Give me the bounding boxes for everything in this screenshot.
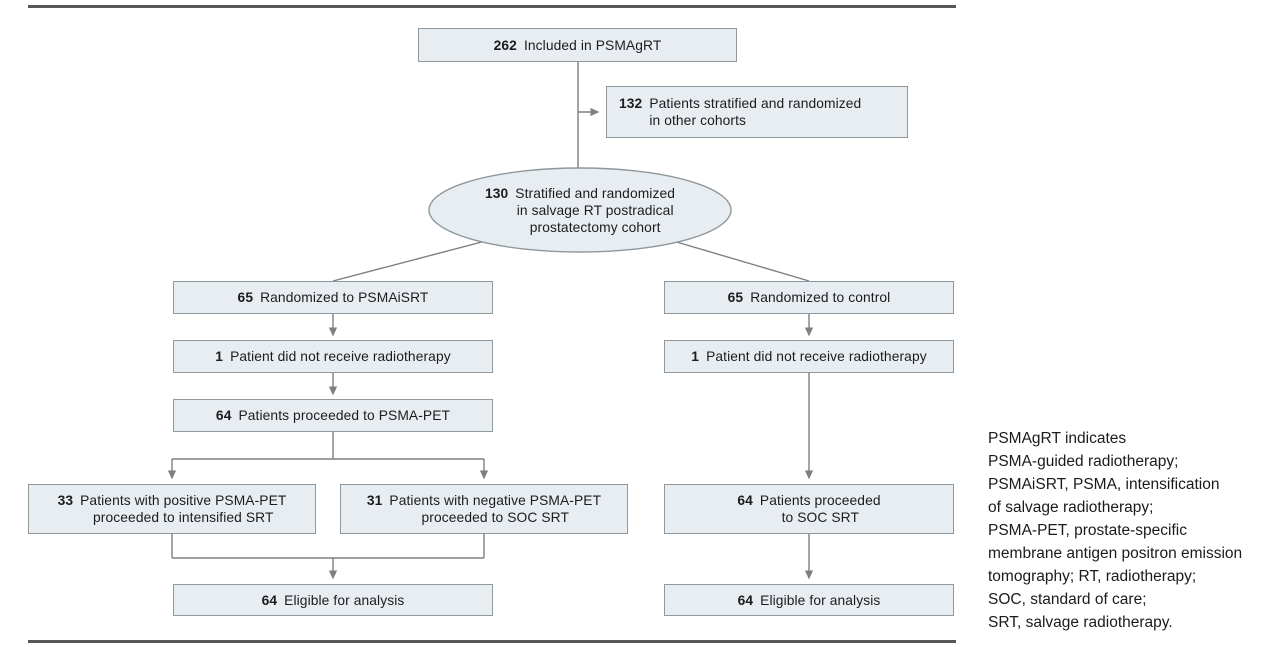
box-included-label: Included in PSMAgRT <box>523 37 662 53</box>
box-eligible-left-content: 64 Eligible for analysis <box>262 592 405 609</box>
box-randomized-control: 65 Randomized to control <box>664 281 954 314</box>
box-eligible-right-label: Eligible for analysis <box>760 592 881 608</box>
box-other-cohorts-label: Patients stratified and randomized in ot… <box>649 96 862 128</box>
box-pet-positive-count: 33 <box>57 493 74 508</box>
ellipse-stratified-content: 130 Stratified and randomized in salvage… <box>485 185 675 236</box>
box-randomized-psmaisrt: 65 Randomized to PSMAiSRT <box>173 281 493 314</box>
box-pet-negative-content: 31 Patients with negative PSMA-PET proce… <box>367 492 601 526</box>
box-no-radiotherapy-right: 1 Patient did not receive radiotherapy <box>664 340 954 373</box>
box-included: 262 Included in PSMAgRT <box>418 28 737 62</box>
box-no-radiotherapy-left-count: 1 <box>215 349 224 364</box>
top-rule <box>28 5 956 8</box>
connector-diagonal-left <box>332 237 498 282</box>
ellipse-stratified-label: Stratified and randomized in salvage RT … <box>515 185 676 235</box>
box-randomized-psmaisrt-content: 65 Randomized to PSMAiSRT <box>238 289 429 306</box>
box-proceeded-soc-srt-label: Patients proceeded to SOC SRT <box>759 493 881 525</box>
ellipse-stratified-text: 130 Stratified and randomized in salvage… <box>455 184 705 236</box>
box-no-radiotherapy-left-content: 1 Patient did not receive radiotherapy <box>215 348 450 365</box>
box-no-radiotherapy-left: 1 Patient did not receive radiotherapy <box>173 340 493 373</box>
box-no-radiotherapy-right-label: Patient did not receive radiotherapy <box>706 349 927 364</box>
box-pet-positive-content: 33 Patients with positive PSMA-PET proce… <box>58 492 287 526</box>
ellipse-stratified-count: 130 <box>484 185 509 201</box>
box-proceeded-soc-srt: 64 Patients proceeded to SOC SRT <box>664 484 954 534</box>
box-pet-negative-count: 31 <box>366 493 383 508</box>
box-proceeded-psma-pet-count: 64 <box>215 408 232 423</box>
box-other-cohorts-content: 132 Patients stratified and randomized i… <box>619 95 861 129</box>
box-pet-positive: 33 Patients with positive PSMA-PET proce… <box>28 484 316 534</box>
box-proceeded-soc-srt-content: 64 Patients proceeded to SOC SRT <box>737 492 880 526</box>
box-included-content: 262 Included in PSMAgRT <box>494 37 662 54</box>
box-randomized-psmaisrt-count: 65 <box>237 290 254 305</box>
box-eligible-right: 64 Eligible for analysis <box>664 584 954 616</box>
box-no-radiotherapy-right-content: 1 Patient did not receive radiotherapy <box>691 348 926 365</box>
connector-diagonal-right <box>662 237 810 282</box>
box-other-cohorts: 132 Patients stratified and randomized i… <box>606 86 908 138</box>
box-no-radiotherapy-left-label: Patient did not receive radiotherapy <box>230 349 451 364</box>
box-eligible-right-count: 64 <box>737 592 754 608</box>
box-eligible-left: 64 Eligible for analysis <box>173 584 493 616</box>
box-randomized-control-content: 65 Randomized to control <box>728 289 891 306</box>
box-proceeded-psma-pet: 64 Patients proceeded to PSMA-PET <box>173 399 493 432</box>
box-randomized-control-label: Randomized to control <box>750 290 891 305</box>
box-proceeded-psma-pet-label: Patients proceeded to PSMA-PET <box>238 408 451 423</box>
box-pet-negative: 31 Patients with negative PSMA-PET proce… <box>340 484 628 534</box>
box-pet-positive-label: Patients with positive PSMA-PET proceede… <box>80 493 287 525</box>
box-eligible-left-label: Eligible for analysis <box>284 592 405 608</box>
box-eligible-right-content: 64 Eligible for analysis <box>738 592 881 609</box>
box-pet-negative-label: Patients with negative PSMA-PET proceede… <box>389 493 602 525</box>
box-randomized-psmaisrt-label: Randomized to PSMAiSRT <box>260 290 429 305</box>
box-randomized-control-count: 65 <box>727 290 744 305</box>
box-proceeded-soc-srt-count: 64 <box>737 493 753 508</box>
box-proceeded-psma-pet-content: 64 Patients proceeded to PSMA-PET <box>216 407 450 424</box>
abbreviation-caption: PSMAgRT indicates PSMA-guided radiothera… <box>988 430 1243 631</box>
ellipse-stratified-node <box>428 167 732 253</box>
box-eligible-left-count: 64 <box>261 592 278 608</box>
box-other-cohorts-count: 132 <box>619 96 643 111</box>
box-no-radiotherapy-right-count: 1 <box>691 349 700 364</box>
box-included-count: 262 <box>493 37 517 53</box>
bottom-rule <box>28 640 956 643</box>
